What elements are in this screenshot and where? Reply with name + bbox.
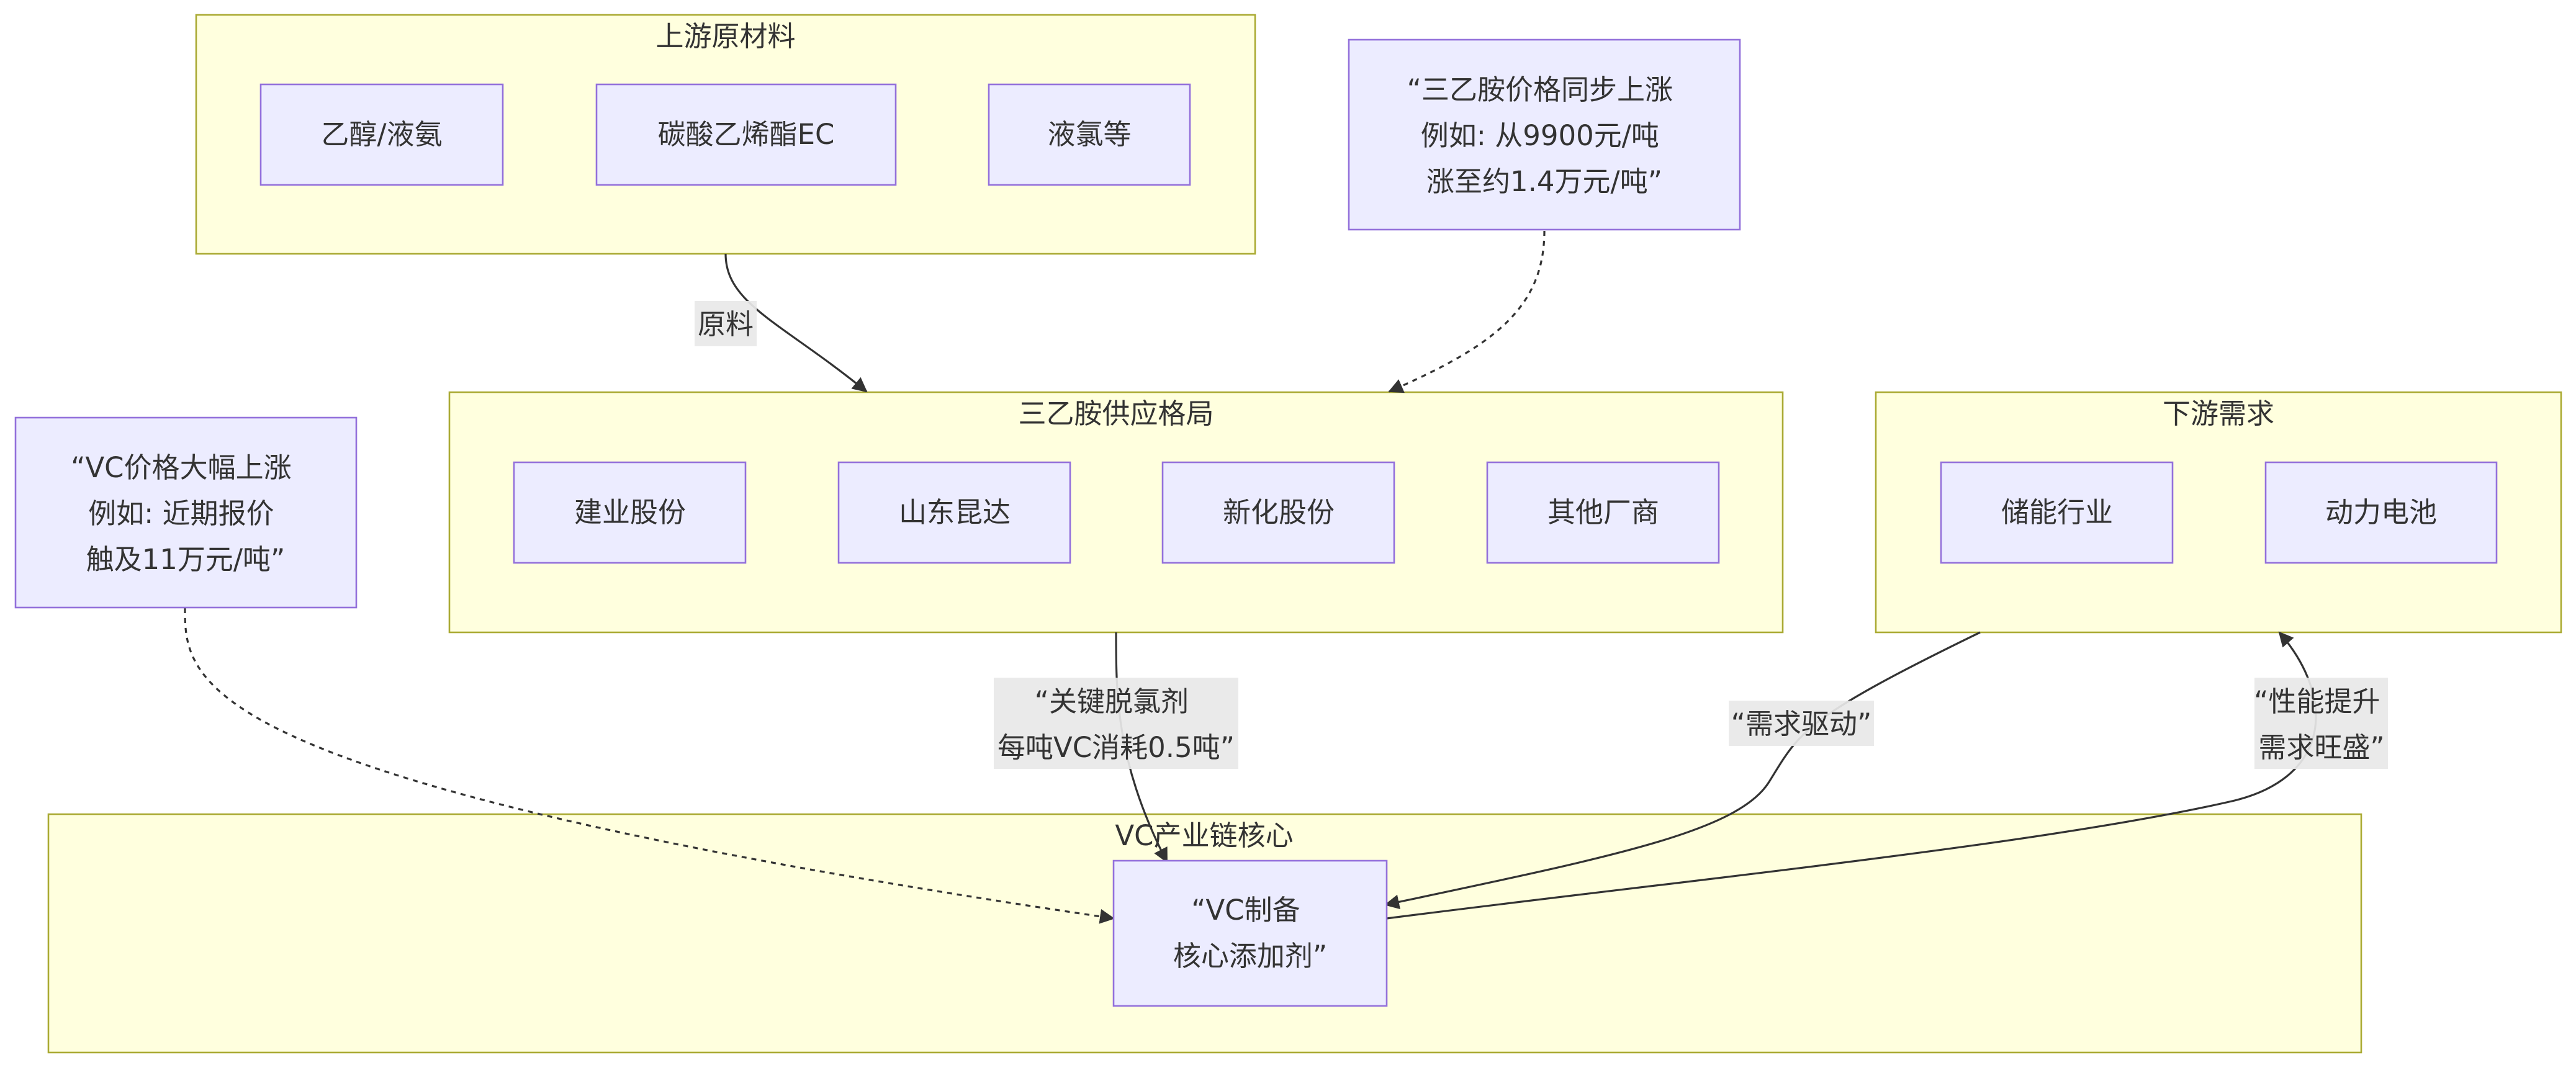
node-chlorine: 液氯等 [988,83,1191,186]
edge-label-key-agent-line-2: 每吨VC消耗0.5吨” [998,731,1235,764]
node-jianye-label: 建业股份 [574,496,686,529]
cluster-downstream-title: 下游需求 [2163,397,2274,430]
svg-text:“三乙胺价格同步上涨 例如: 从9900元/吨: “三乙胺价格同步上涨 例如: 从9900元/吨 涨至约1.4万元/吨” [1407,73,1682,198]
node-xinhua: 新化股份 [1161,461,1395,564]
edge-label-key-agent: “关键脱氯剂 每吨VC消耗0.5吨” [994,678,1238,769]
edge-tea-price [1388,230,1546,393]
svg-text:碳酸乙烯酯EC: 碳酸乙烯酯EC [658,118,835,151]
node-kunda-label: 山东昆达 [899,496,1011,529]
node-tea-price-note: “三乙胺价格同步上涨 例如: 从9900元/吨 涨至约1.4万元/吨” [1348,38,1741,231]
node-vc-core-line-1: “VC制备 [1191,894,1300,927]
svg-text:“VC价格大幅上涨 例如: 近期报价: “VC价格大幅上涨 例如: 近期报价 触及11万元/吨” [71,451,300,576]
edge-label-key-agent-line-1: “关键脱氯剂 [1035,685,1189,718]
edge-label-raw-material: 原料 [695,301,757,346]
edge-label-raw-material-text: 原料 [698,308,754,341]
node-vc-core: “VC制备 核心添加剂” [1112,859,1388,1007]
cluster-core-title: VC产业链核心 [1115,819,1293,852]
node-vc-core-line-2: 核心添加剂” [1173,940,1327,972]
edge-label-demand-driven: “需求驱动” [1729,701,1874,746]
node-chlorine-label: 液氯等 [1047,118,1131,151]
edge-label-performance-line-1: “性能提升 [2254,685,2380,718]
node-jianye: 建业股份 [513,461,747,564]
edge-label-demand-driven-text: “需求驱动” [1731,707,1872,740]
edge-vc-price [184,608,1115,924]
svg-text:动力电池: 动力电池 [2325,496,2437,529]
node-ec: 碳酸乙烯酯EC [595,83,897,186]
node-others: 其他厂商 [1486,461,1720,564]
node-others-label: 其他厂商 [1547,496,1659,529]
svg-text:储能行业: 储能行业 [2001,496,2113,529]
node-storage: 储能行业 [1940,461,2174,564]
node-vc-price-line-3: 触及11万元/吨” [86,543,286,576]
svg-text:“关键脱氯剂 每吨VC消耗0.5吨”: “关键脱氯剂 每吨VC消耗0.5吨” [998,685,1235,764]
node-power-label: 动力电池 [2325,496,2437,529]
svg-text:液氯等: 液氯等 [1047,118,1131,151]
node-tea-price-line-2: 例如: 从9900元/吨 [1421,119,1659,152]
svg-text:其他厂商: 其他厂商 [1547,496,1659,529]
svg-text:山东昆达: 山东昆达 [899,496,1011,529]
node-ec-label: 碳酸乙烯酯EC [658,118,835,151]
cluster-upstream-title: 上游原材料 [655,20,795,53]
node-vc-price-line-2: 例如: 近期报价 [88,497,274,530]
node-power: 动力电池 [2264,461,2498,564]
node-vc-price-note: “VC价格大幅上涨 例如: 近期报价 触及11万元/吨” [14,416,358,609]
node-kunda: 山东昆达 [837,461,1071,564]
svg-text:“性能提升 需求旺盛”: “性能提升 需求旺盛” [2254,685,2389,764]
edge-raw-material [724,253,868,393]
node-ethanol-label: 乙醇/液氨 [321,118,442,151]
node-tea-price-line-3: 涨至约1.4万元/吨” [1426,165,1662,198]
svg-text:原料: 原料 [698,308,754,341]
node-ethanol: 乙醇/液氨 [259,83,504,186]
svg-text:乙醇/液氨: 乙醇/液氨 [321,118,442,151]
cluster-supply-title: 三乙胺供应格局 [1018,397,1214,430]
node-storage-label: 储能行业 [2001,496,2113,529]
node-tea-price-line-1: “三乙胺价格同步上涨 [1407,73,1673,106]
svg-text:“VC制备 核心添加剂”: “VC制备 核心添加剂” [1173,894,1327,972]
edge-label-performance-line-2: 需求旺盛” [2258,731,2384,764]
edge-label-performance: “性能提升 需求旺盛” [2254,678,2389,769]
svg-text:“需求驱动”: “需求驱动” [1731,707,1872,740]
node-xinhua-label: 新化股份 [1223,496,1335,529]
node-vc-price-line-1: “VC价格大幅上涨 [71,451,292,484]
svg-text:建业股份: 建业股份 [574,496,686,529]
svg-text:新化股份: 新化股份 [1223,496,1335,529]
